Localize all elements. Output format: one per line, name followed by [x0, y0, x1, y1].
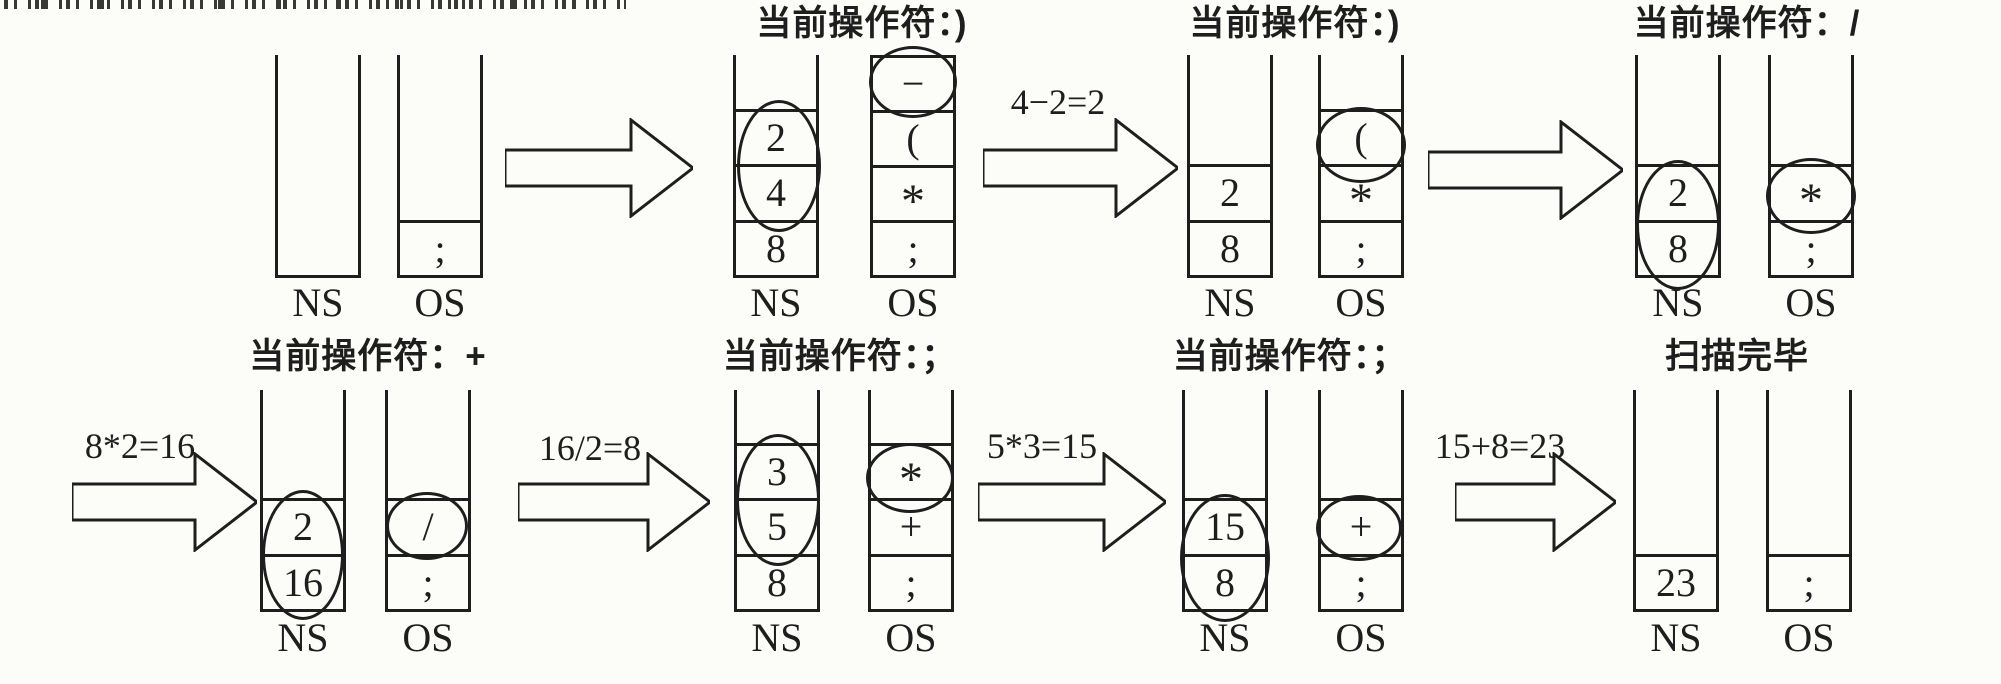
- stack-cell: 8: [1190, 219, 1270, 276]
- stack-cell: ;: [1771, 219, 1851, 276]
- os-stack: ;: [397, 55, 483, 278]
- stack-cell: 15: [1185, 498, 1265, 554]
- arrow-label: 16/2=8: [538, 428, 642, 468]
- flow-arrow: [72, 452, 257, 552]
- cropped-text-fragment: [4, 0, 626, 9]
- stack-cell: 2: [263, 498, 343, 554]
- os-stack-label: OS: [402, 615, 454, 660]
- flow-arrow: [518, 452, 710, 552]
- flow-arrow: [1428, 120, 1623, 220]
- state-header: 当前操作符：+: [249, 337, 487, 376]
- os-stack-label: OS: [1335, 615, 1387, 660]
- ns-stack: [275, 55, 361, 278]
- stack-cell: (: [873, 109, 953, 165]
- os-stack: /;: [385, 390, 471, 612]
- stack-cell: /: [388, 498, 468, 554]
- flow-arrow: [983, 118, 1178, 218]
- arrow-label: 15+8=23: [1434, 426, 1566, 466]
- os-stack-label: OS: [1785, 280, 1837, 325]
- stack-cell: ;: [1321, 219, 1401, 276]
- stack-cell: ;: [1321, 553, 1401, 610]
- ns-stack-label: NS: [292, 280, 344, 325]
- os-stack: (*;: [1318, 55, 1404, 278]
- ns-stack-label: NS: [1199, 615, 1251, 660]
- state-header: 当前操作符：；: [722, 337, 958, 376]
- stack-cell: 5: [737, 498, 817, 554]
- ns-stack-label: NS: [1650, 615, 1702, 660]
- stack-cell: 23: [1636, 553, 1716, 610]
- stack-cell: +: [1321, 498, 1401, 554]
- stack-cell: *: [1771, 164, 1851, 225]
- state-header: 当前操作符：；: [1172, 337, 1408, 376]
- stack-cell: 8: [1638, 219, 1718, 276]
- stack-cell: ;: [388, 553, 468, 610]
- stack-cell: 2: [736, 108, 816, 165]
- stack-cell: *: [871, 442, 951, 503]
- stack-cell: 4: [736, 164, 816, 220]
- stack-cell: +: [871, 498, 951, 554]
- os-stack-label: OS: [885, 615, 937, 660]
- flow-arrow: [505, 118, 693, 218]
- os-stack-label: OS: [414, 280, 466, 325]
- os-stack-label: OS: [1783, 615, 1835, 660]
- os-stack: *+;: [868, 390, 954, 612]
- os-stack: ;: [1766, 390, 1852, 612]
- stack-cell: −: [873, 55, 953, 110]
- arrow-label: 4−2=2: [1010, 82, 1106, 122]
- stack-cell: ;: [400, 219, 480, 276]
- stack-cell: 8: [737, 553, 817, 610]
- state-header: 当前操作符：): [756, 4, 968, 43]
- arrow-label: 5*3=15: [986, 426, 1098, 466]
- ns-stack: 23: [1633, 390, 1719, 612]
- os-stack: +;: [1318, 390, 1404, 612]
- stack-cell: 2: [1190, 164, 1270, 220]
- stack-cell: 2: [1638, 164, 1718, 220]
- ns-stack-label: NS: [277, 615, 329, 660]
- stack-cell: 16: [263, 553, 343, 610]
- ns-stack-label: NS: [750, 280, 802, 325]
- stack-cell: *: [1321, 164, 1401, 225]
- stack-cell: (: [1321, 108, 1401, 165]
- os-stack-label: OS: [887, 280, 939, 325]
- stack-cell: 8: [736, 219, 816, 276]
- flow-arrow: [978, 452, 1166, 552]
- stack-cell: ;: [1769, 553, 1849, 610]
- ns-stack-label: NS: [1652, 280, 1704, 325]
- os-stack: −(*;: [870, 55, 956, 278]
- state-header: 当前操作符：): [1189, 4, 1401, 43]
- os-stack-label: OS: [1335, 280, 1387, 325]
- os-stack: *;: [1768, 55, 1854, 278]
- stack-cell: ;: [871, 553, 951, 610]
- arrow-label: 8*2=16: [84, 426, 196, 466]
- state-header: 扫描完毕: [1664, 337, 1810, 376]
- ns-stack-label: NS: [751, 615, 803, 660]
- stack-cell: 8: [1185, 553, 1265, 610]
- stack-cell: ;: [873, 220, 953, 275]
- state-header: 当前操作符：/: [1633, 4, 1861, 43]
- stack-cell: *: [873, 164, 953, 225]
- stack-cell: 3: [737, 442, 817, 499]
- ns-stack-label: NS: [1204, 280, 1256, 325]
- flow-arrow: [1455, 452, 1616, 552]
